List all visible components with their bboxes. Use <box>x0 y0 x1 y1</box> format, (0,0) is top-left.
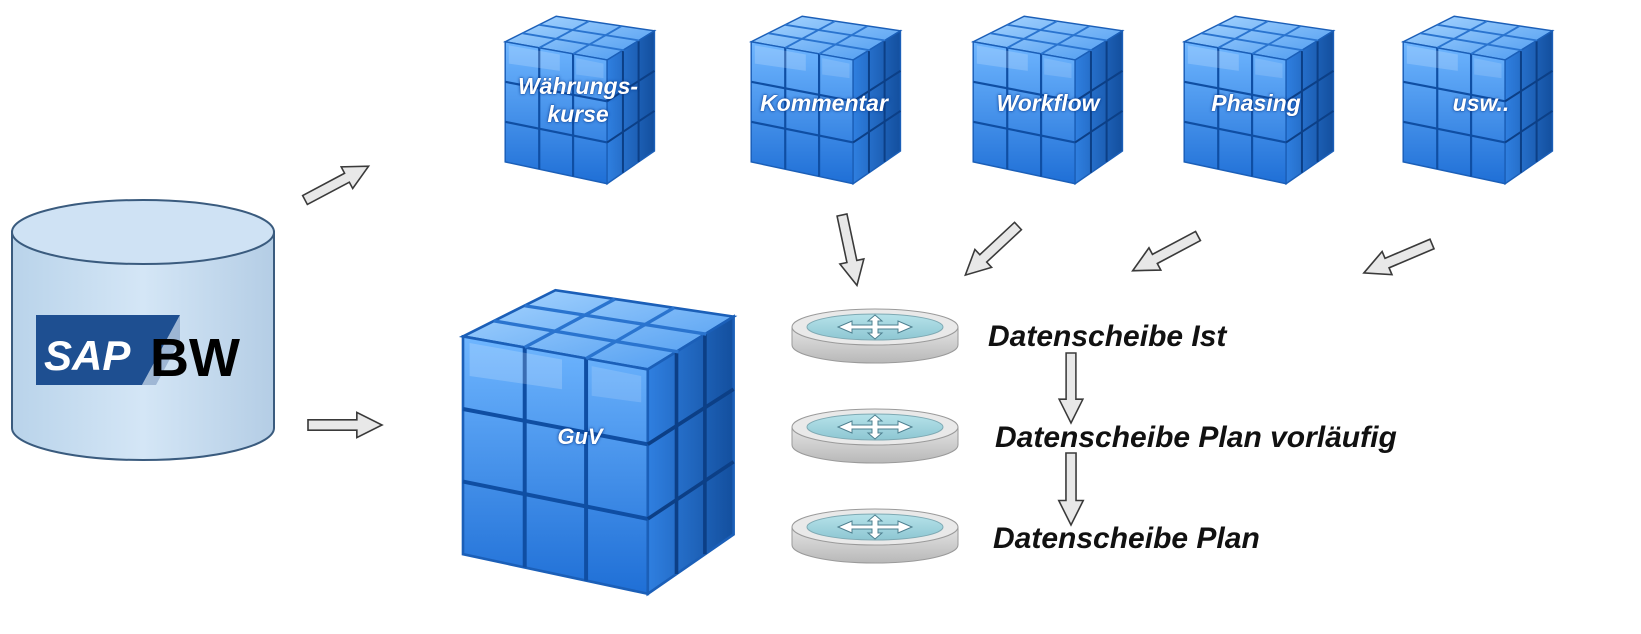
cube-label-kommentar: Kommentar <box>760 90 888 116</box>
arrow-plan-vorlaeufig-to-plan <box>1057 451 1085 527</box>
slice-label-plan: Datenscheibe Plan <box>993 522 1260 555</box>
bw-label: BW <box>150 328 240 388</box>
slice-label-plan-vorlaeufig: Datenscheibe Plan vorläufig <box>995 421 1397 454</box>
disk-plan-vorlaeufig <box>791 408 959 464</box>
disk-plan <box>791 508 959 564</box>
sap-logo-text: SAP <box>44 332 131 379</box>
arrow-phasing-to-slice <box>1125 223 1206 283</box>
cube-label-waehrungskurse: Währungs- kurse <box>517 73 639 127</box>
arrow-usw-to-slice <box>1357 231 1439 286</box>
sap-bw-database: SAP BW <box>11 199 275 461</box>
cube-label-guv: GuV <box>557 424 603 449</box>
cube-label-workflow: Workflow <box>996 90 1100 116</box>
arrow-kommentar-to-slice <box>828 211 871 290</box>
sap-logo: SAP <box>36 315 180 385</box>
disk-ist <box>791 308 959 364</box>
slice-label-ist: Datenscheibe Ist <box>988 320 1227 353</box>
arrow-db-to-cubes <box>298 154 376 212</box>
arrow-workflow-to-slice <box>955 215 1028 286</box>
cube-label-phasing: Phasing <box>1211 90 1301 116</box>
arrow-db-to-guv <box>306 411 384 439</box>
arrow-ist-to-plan-vorlaeufig <box>1057 351 1085 425</box>
cube-label-usw: usw.. <box>1452 90 1510 116</box>
